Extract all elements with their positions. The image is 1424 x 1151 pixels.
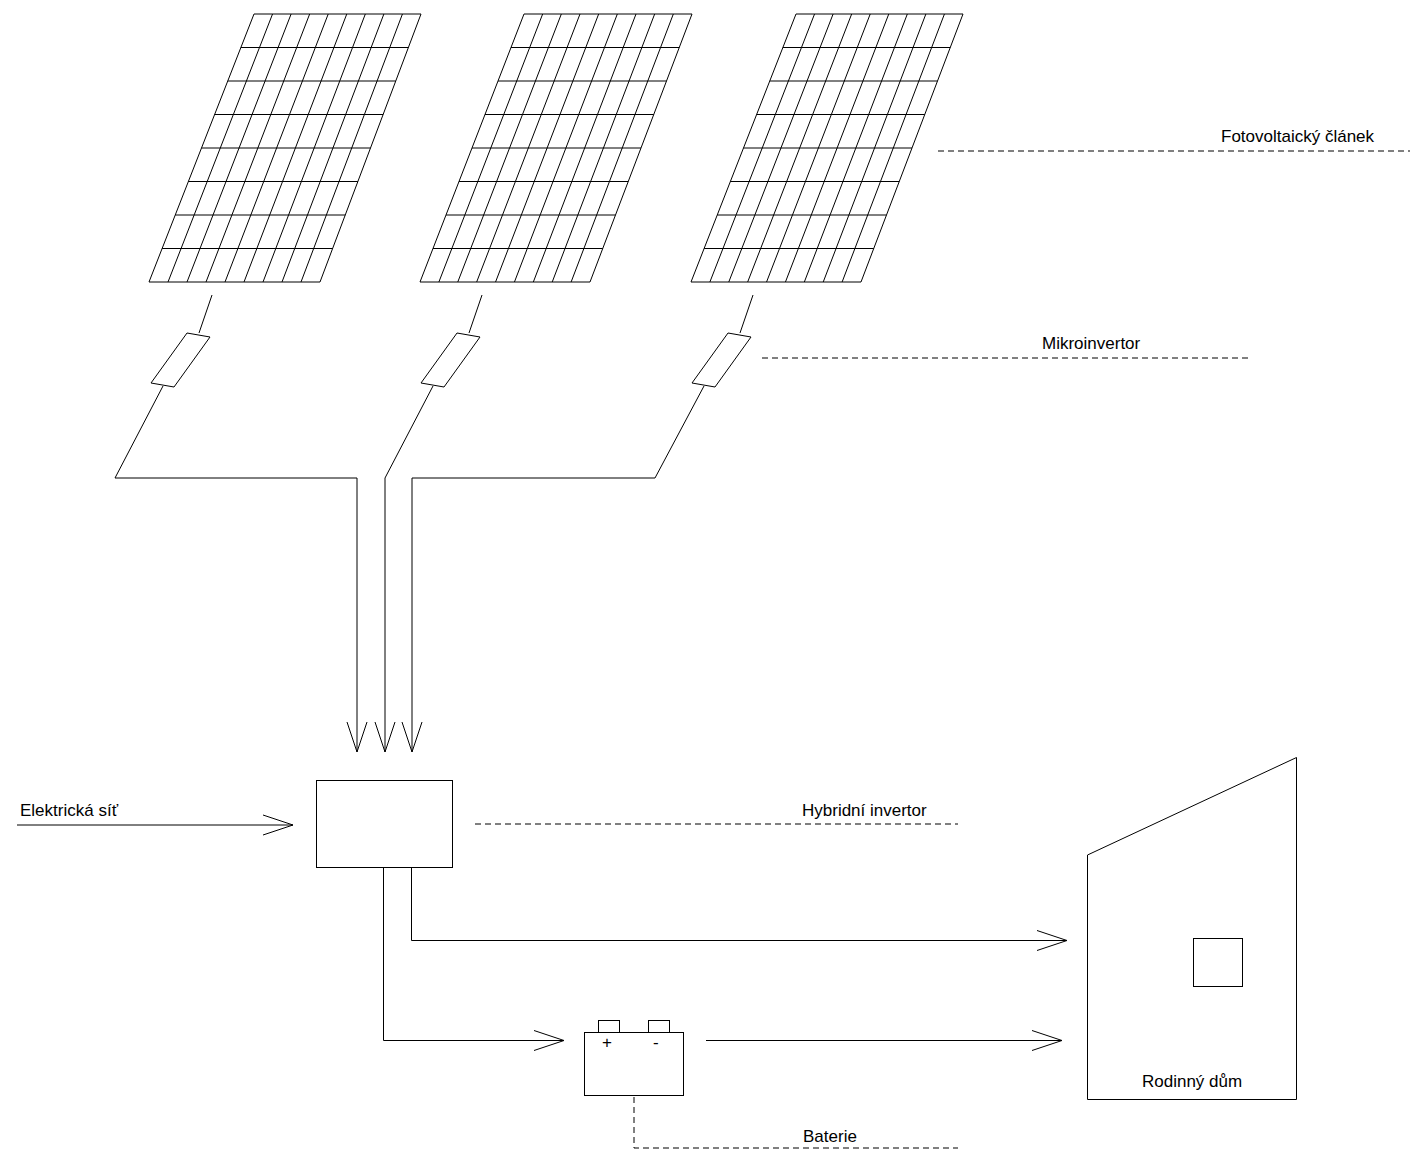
part-label: Mikroinvertor bbox=[1040, 334, 1142, 354]
connector-line bbox=[384, 868, 565, 1041]
panel-cell-line bbox=[704, 248, 874, 249]
panel-cell-line bbox=[168, 14, 273, 282]
panel-cell-line bbox=[477, 14, 580, 282]
panel-cell-line bbox=[783, 47, 950, 48]
panel-cell-line bbox=[710, 14, 815, 282]
solar-panel bbox=[691, 14, 963, 282]
arrowhead bbox=[1032, 1031, 1062, 1051]
panel-cell-line bbox=[162, 248, 333, 249]
panel-cell-line bbox=[472, 148, 641, 149]
solar-panels bbox=[149, 14, 963, 282]
panel-cell-line bbox=[458, 14, 562, 282]
solar-panel bbox=[420, 14, 692, 282]
panel-cell-line bbox=[533, 14, 636, 282]
panel-cell-line bbox=[263, 14, 365, 282]
panel-cell-line bbox=[241, 47, 409, 48]
house-outline-outline bbox=[1087, 757, 1297, 1100]
arrowhead bbox=[534, 1031, 564, 1051]
panel-cell-line bbox=[225, 14, 328, 282]
feed-wires bbox=[115, 478, 655, 752]
panel-cell-line bbox=[842, 14, 944, 282]
battery-symbol-outline bbox=[584, 1020, 684, 1096]
panel-cell-line bbox=[433, 248, 603, 249]
panel-cell-line bbox=[744, 148, 913, 149]
panel-cell-line bbox=[823, 14, 926, 282]
connector-arrow bbox=[412, 868, 1068, 951]
microinverters bbox=[115, 295, 753, 478]
panel-cell-line bbox=[459, 181, 628, 182]
panel-cell-line bbox=[770, 81, 938, 82]
panel-cell-line bbox=[244, 14, 347, 282]
panel-cell-line bbox=[804, 14, 907, 282]
connector-arrow bbox=[384, 868, 565, 1051]
panel-cell-line bbox=[729, 14, 833, 282]
panel-cell-line bbox=[301, 14, 402, 282]
battery-symbol: +-Baterie bbox=[584, 1020, 684, 1096]
panel-cell-line bbox=[498, 81, 667, 82]
part-label: Baterie bbox=[801, 1127, 859, 1147]
panel-cell-line bbox=[571, 14, 673, 282]
connector-line bbox=[412, 868, 1068, 941]
panel-cell-line bbox=[446, 215, 616, 216]
panel-cell-line bbox=[767, 14, 871, 282]
panel-cell-line bbox=[485, 114, 654, 115]
panel-cell-line bbox=[206, 14, 310, 282]
node-label: Rodinný dům bbox=[1140, 1072, 1244, 1092]
panel-cell-line bbox=[175, 215, 345, 216]
panel-cell-line bbox=[785, 14, 888, 282]
panel-cell-line bbox=[202, 148, 371, 149]
solar-panel bbox=[149, 14, 421, 282]
panel-cell-line bbox=[439, 14, 543, 282]
connector-arrow bbox=[706, 1031, 1062, 1051]
hybrid-inverter-box: Hybridní invertor bbox=[316, 780, 453, 868]
panel-cell-line bbox=[730, 181, 899, 182]
connector-line bbox=[706, 1040, 1062, 1041]
panel-cell-line bbox=[496, 14, 599, 282]
panel-cell-line bbox=[717, 215, 886, 216]
panel-cell-line bbox=[228, 81, 396, 82]
panel-cell-line bbox=[215, 114, 384, 115]
arrowhead bbox=[1037, 931, 1067, 951]
panel-cell-line bbox=[757, 114, 925, 115]
part-label: Elektrická síť bbox=[18, 801, 120, 821]
terminal-sign: + bbox=[602, 1033, 612, 1053]
house-outline: Rodinný dům bbox=[1087, 757, 1297, 1100]
panel-cell-line bbox=[514, 14, 617, 282]
terminal-sign: - bbox=[653, 1033, 659, 1053]
panel-cell-line bbox=[511, 47, 679, 48]
panel-cell-line bbox=[748, 14, 852, 282]
hybrid-inverter-box-outline bbox=[316, 780, 453, 868]
panel-cell-line bbox=[187, 14, 291, 282]
panel-cell-line bbox=[552, 14, 654, 282]
part-label: Fotovoltaický článek bbox=[1219, 127, 1376, 147]
part-label: Hybridní invertor bbox=[800, 801, 929, 821]
panel-cell-line bbox=[282, 14, 384, 282]
leader-lines bbox=[475, 151, 1410, 1148]
panel-cell-line bbox=[188, 181, 358, 182]
